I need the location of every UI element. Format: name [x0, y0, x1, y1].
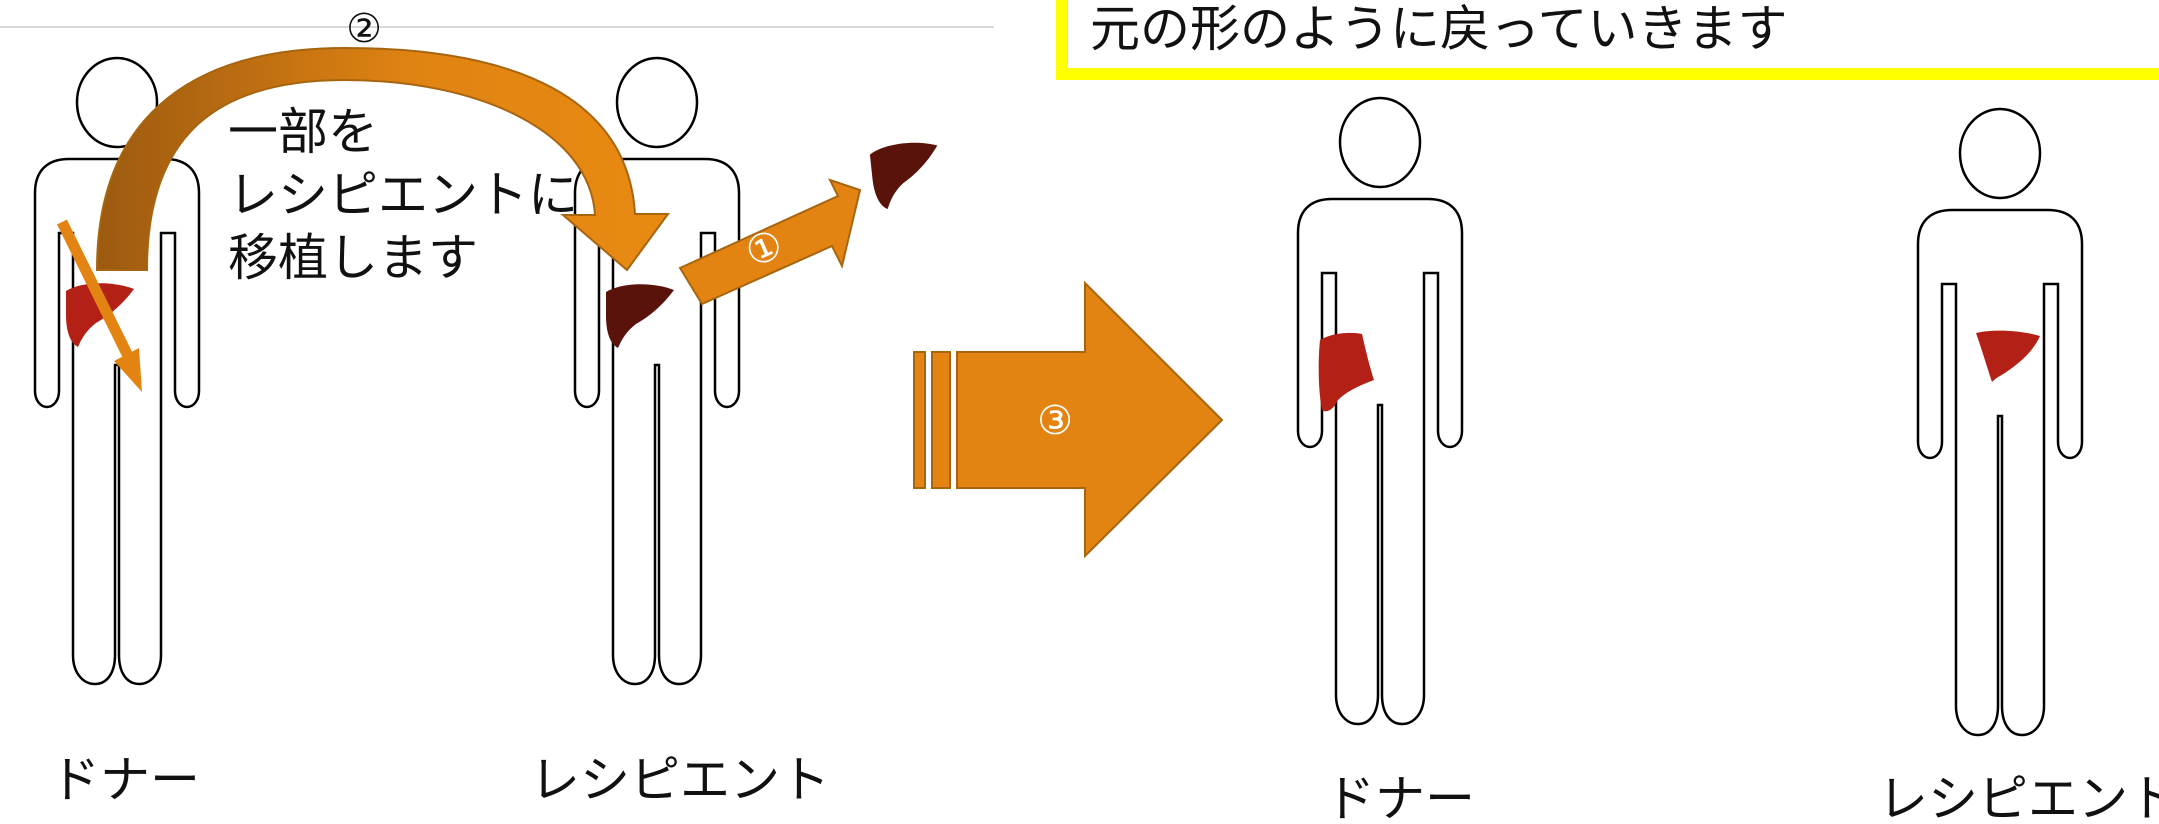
recipient-label-after: レシピエント	[1878, 770, 2159, 824]
transfer-arc-arrow	[95, 46, 670, 272]
transfer-note-line-2: レシピエントに	[228, 166, 578, 224]
donor-label-before: ドナー	[50, 751, 200, 809]
donor-figure-after	[1296, 96, 1464, 726]
liver-icon	[1976, 330, 2040, 382]
arrow-bar	[931, 351, 951, 489]
arrow-bar	[913, 351, 926, 489]
arrow-icon	[956, 280, 1224, 559]
recipient-figure-after	[1916, 107, 2084, 737]
step-3-label: ③	[1037, 398, 1073, 444]
arrow-icon	[95, 46, 670, 272]
banner-border	[1056, 0, 2159, 80]
recovery-arrow: ③	[913, 280, 1224, 559]
step-2-label: ②	[346, 6, 382, 52]
summary-banner: 元の形のように戻っていきます	[1056, 0, 2159, 80]
transfer-note-line-1: 一部を	[228, 103, 378, 161]
recipient-label-before: レシピエント	[530, 751, 830, 809]
person-outline-icon	[1916, 107, 2084, 737]
transfer-note-line-3: 移植します	[228, 229, 478, 287]
banner-text: 元の形のように戻っていきます	[1090, 0, 1788, 58]
liver-icon	[1318, 332, 1374, 412]
person-outline-icon	[1296, 96, 1464, 726]
cut-arrow-icon	[57, 219, 142, 392]
removed-liver-icon	[869, 139, 944, 211]
donor-label-after: ドナー	[1325, 770, 1475, 824]
transfer-note: 一部を レシピエントに 移植します	[228, 103, 578, 287]
arrow-icon	[678, 178, 862, 306]
